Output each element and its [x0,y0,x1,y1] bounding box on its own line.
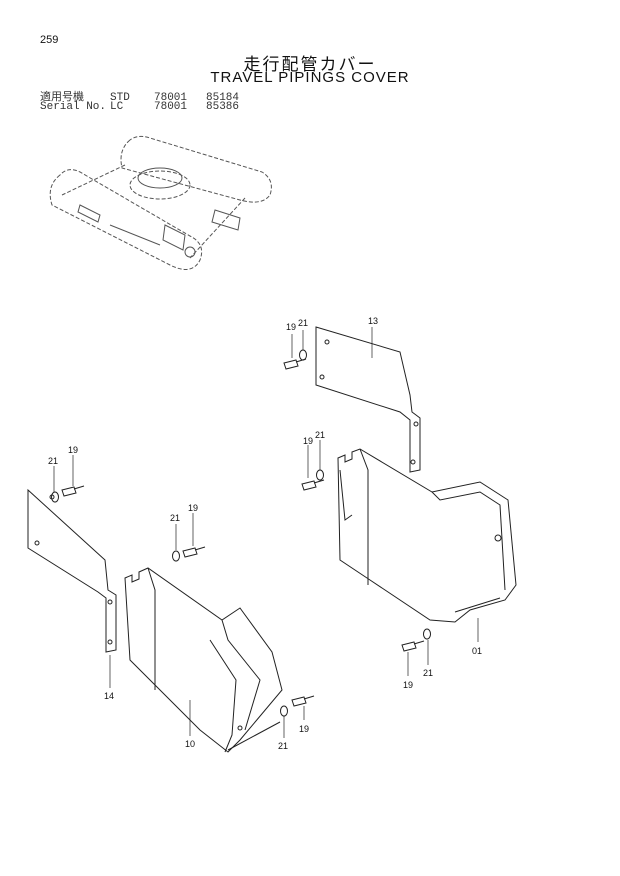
callout-21: 21 [315,430,325,440]
callout-19: 19 [286,322,296,332]
cover-14 [27,488,117,653]
undercarriage-illustration [49,135,272,270]
cover-01 [337,448,517,623]
callout-21: 21 [48,456,58,466]
title-japanese: 走行配管カバー [243,55,377,75]
cover-10 [124,567,283,753]
serial-to: 85386 [206,101,240,113]
title-english: TRAVEL PIPINGS COVER [210,69,410,86]
serial-to: 85184 [206,92,240,104]
callout-19: 19 [303,436,313,446]
serial-label: Serial No. [40,101,107,113]
callout-19: 19 [403,680,413,690]
callout-10: 10 [185,739,195,749]
serial-type: STD [110,92,130,104]
callout-21: 21 [423,668,433,678]
serial-from: 78001 [154,92,188,104]
fasteners [51,349,431,717]
callout-19: 19 [188,503,198,513]
callout-13: 13 [368,316,378,326]
serial-from: 78001 [154,101,188,113]
serial-type: LC [110,101,124,113]
callout-21: 21 [170,513,180,523]
callout-01: 01 [472,646,482,656]
callout-19: 19 [299,724,309,734]
callout-21: 21 [278,741,288,751]
serial-row-lc: Serial No.LC 78001 85386 [40,101,239,113]
leader-lines [53,327,479,738]
callout-19: 19 [68,445,78,455]
serial-label: 適用号機 [40,92,84,104]
callout-21: 21 [298,318,308,328]
callout-14: 14 [104,691,114,701]
serial-row-std: 適用号機 STD 78001 85184 [40,88,239,104]
cover-13 [315,326,421,473]
page-number: 259 [40,34,59,46]
